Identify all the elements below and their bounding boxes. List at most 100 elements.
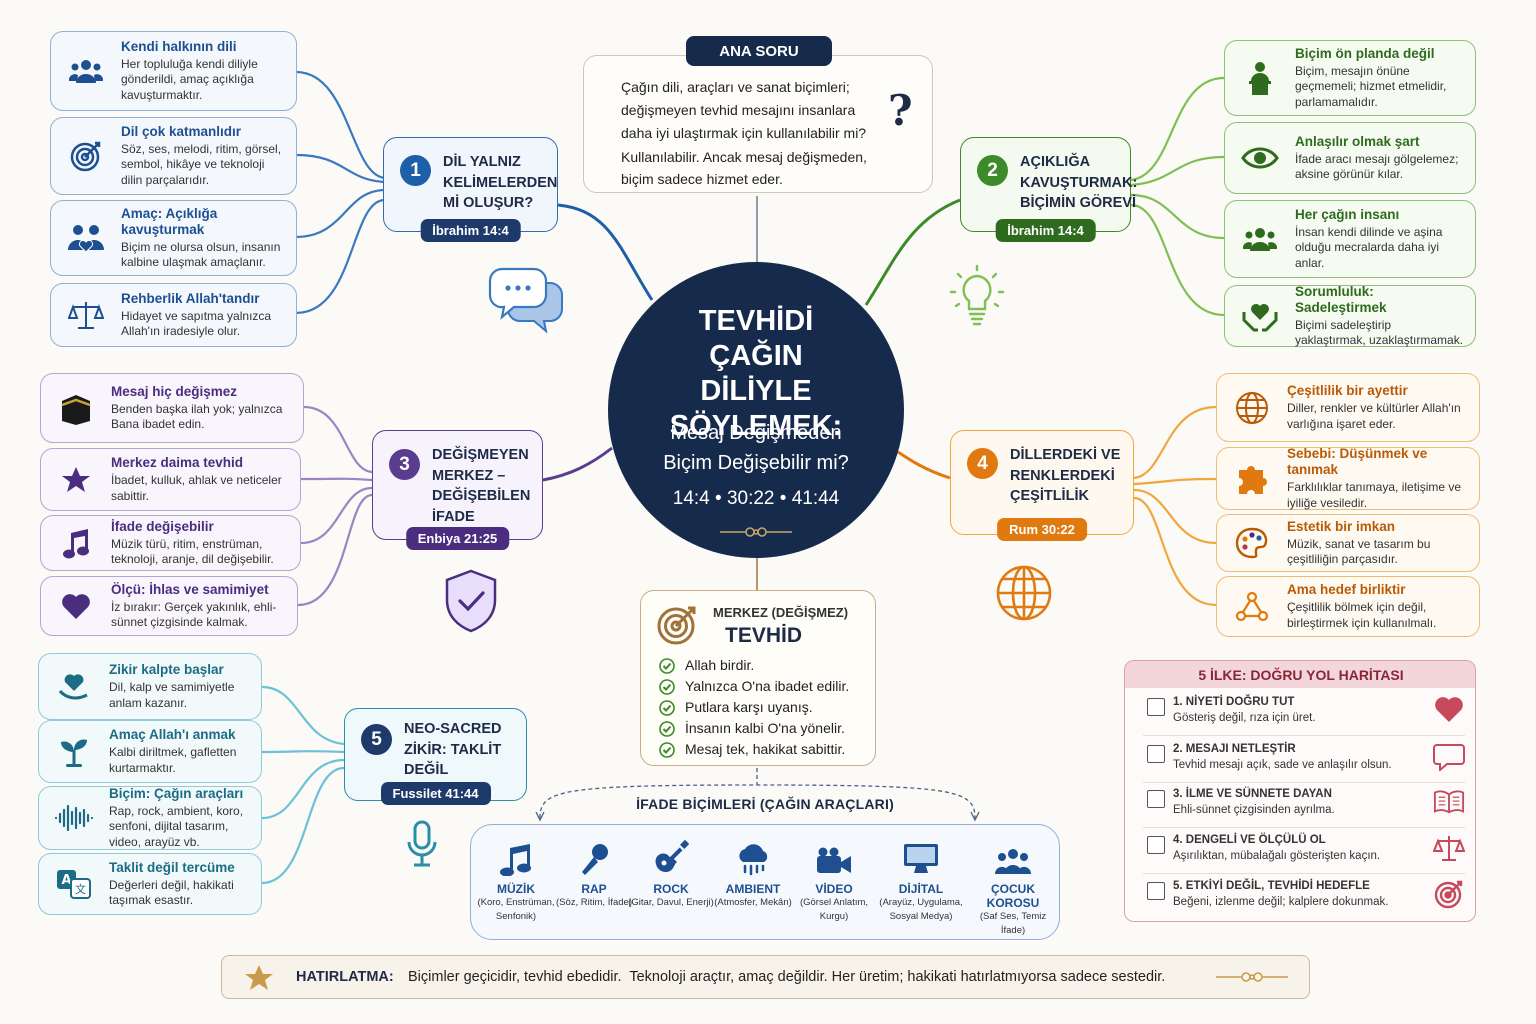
core-item-text: Yalnızca O'na ibadet edilir. [685, 678, 850, 694]
heart-icon [1433, 694, 1465, 726]
sound-wave-icon [39, 804, 109, 832]
globe-icon [1217, 391, 1287, 425]
children-choir-icon [970, 836, 1056, 876]
ornament-icon [1212, 969, 1292, 990]
microphone-icon [551, 836, 637, 876]
check-icon [659, 720, 675, 737]
card-title: Sorumluluk: Sadeleştirmek [1295, 283, 1387, 315]
card-body: İbadet, kulluk, ahlak ve neticeler sabit… [111, 473, 282, 503]
principle-title: 3. İLME VE SÜNNETE DAYAN [1173, 788, 1332, 800]
format-name: RAP [581, 882, 607, 896]
card-body: Biçim, mesajın önüne geçmemeli; hizmet e… [1295, 63, 1447, 109]
card-body: Çeşitlilik bölmek için değil, birleştirm… [1287, 600, 1437, 630]
heart-hand-icon [39, 671, 109, 703]
card-body: Söz, ses, melodi, ritim, görsel, sembol,… [121, 141, 282, 187]
cloud-rain-icon [710, 836, 796, 876]
formats-title: İFADE BİÇİMLERİ (ÇAĞIN ARAÇLARI) [636, 796, 894, 812]
card-body: Biçim ne olursa olsun, insanın kalbine u… [121, 239, 281, 270]
format-item-di̇ji̇tal: DİJİTAL(Arayüz, Uygulama, Sosyal Medya) [878, 824, 964, 924]
format-item-çocuk-korosu: ÇOCUK KOROSU(Saf Ses, Temiz İfade) [970, 824, 1056, 938]
reminder-label: HATIRLATMA: [296, 969, 394, 985]
core-item-text: Mesaj tek, hakikat sabittir. [685, 741, 846, 757]
format-description: (Görsel Anlatım, Kurgu) [799, 897, 869, 922]
format-item-rock: ROCK(Gitar, Davul, Enerji) [628, 824, 714, 910]
people-icon [1225, 225, 1295, 253]
speaker-podium-icon [1225, 61, 1295, 95]
branch-1-title: DİL YALNIZ KELİMELERDEN Mİ OLUŞUR? [443, 154, 558, 211]
palette-icon [1217, 527, 1287, 559]
card-title: Mesaj hiç değişmez [111, 383, 238, 399]
branch-2-box: 2 AÇIKLIĞA KAVUŞTURMAK: BİÇİMİN GÖREVİ İ… [960, 137, 1137, 242]
formats-panel [470, 824, 1060, 940]
check-icon [659, 678, 675, 695]
format-name: AMBIENT [725, 882, 781, 896]
branch-3-box: 3 DEĞİŞMEYEN MERKEZ – DEĞİŞEBİLEN İFADE … [372, 430, 543, 550]
card-body: Benden başka ilah yok; yalnızca Bana iba… [111, 401, 283, 432]
card-title: Sebebi: Düşünmek ve tanımak [1287, 446, 1428, 477]
branch-1-box: 1 DİL YALNIZ KELİMELERDEN Mİ OLUŞUR? İbr… [383, 137, 558, 242]
music-note-icon [41, 527, 111, 559]
star-icon [41, 465, 111, 495]
card-title: Estetik bir imkan [1287, 518, 1396, 534]
people-heart-icon [51, 222, 121, 254]
card-title: Ama hedef birliktir [1287, 582, 1406, 597]
svg-text:文: 文 [75, 882, 86, 896]
branch-2-reference-tag: İbrahim 14:4 [995, 219, 1096, 242]
core-item: Mesaj tek, hakikat sabittir. [659, 739, 849, 760]
kaaba-icon [41, 391, 111, 425]
core-item: Allah birdir. [659, 655, 849, 676]
scale-icon [1433, 832, 1465, 864]
card-title: Ölçü: İhlas ve samimiyet [111, 581, 269, 597]
card-body: Rap, rock, ambient, koro, senfoni, dijit… [109, 803, 244, 849]
monitor-icon [878, 836, 964, 876]
format-item-rap: RAP(Söz, Ritim, İfade) [551, 824, 637, 910]
branch-4-reference-tag: Rum 30:22 [997, 518, 1087, 541]
sprout-icon [39, 736, 109, 768]
heart-icon [41, 592, 111, 620]
central-topic: TEVHİDİ ÇAĞIN DİLİYLE SÖYLEMEK: Mesaj De… [608, 262, 904, 558]
format-item-müzi̇k: MÜZİK(Koro, Enstrüman, Senfonik) [473, 824, 559, 924]
card-body: Müzik, sanat ve tasarım bu çeşitliliğin … [1287, 536, 1431, 567]
format-name: ROCK [653, 882, 689, 896]
book-icon [1433, 786, 1465, 818]
format-item-vi̇deo: VİDEO(Görsel Anlatım, Kurgu) [791, 824, 877, 924]
branch-3-number: 3 [389, 449, 420, 480]
card-title: Çeşitlilik bir ayettir [1287, 383, 1408, 398]
principle-checkbox[interactable] [1147, 698, 1165, 716]
principle-checkbox[interactable] [1147, 745, 1165, 763]
principle-checkbox[interactable] [1147, 790, 1165, 808]
branch-1-number: 1 [400, 155, 431, 186]
principle-title: 4. DENGELİ VE ÖLÇÜLÜ OL [1173, 834, 1326, 846]
card-body: Her topluluğa kendi diliyle gönderildi, … [121, 56, 258, 102]
principle-checkbox[interactable] [1147, 882, 1165, 900]
card-title: Amaç: Açıklığa kavuşturmak [121, 205, 218, 237]
network-icon [1217, 591, 1287, 623]
reminder-text: Biçimler geçicidir, tevhid ebedidir. Tek… [408, 969, 1166, 985]
branch-4-box: 4 DİLLERDEKİ VE RENKLERDEKİ ÇEŞİTLİLİK R… [950, 430, 1134, 541]
scale-icon [51, 299, 121, 331]
principle-checkbox[interactable] [1147, 836, 1165, 854]
core-tevhid-box: MERKEZ (DEĞİŞMEZ) TEVHİD Allah birdir.Ya… [640, 590, 876, 766]
people-icon [51, 57, 121, 85]
central-subtitle: Mesaj Değişmeden Biçim Değişebilir mi? [663, 422, 849, 474]
lightbulb-icon [946, 262, 1008, 337]
branch-4-number: 4 [967, 448, 998, 479]
question-mark-icon: ? [888, 86, 913, 135]
card-title: Dil çok katmanlıdır [121, 123, 242, 139]
target-icon [51, 139, 121, 173]
